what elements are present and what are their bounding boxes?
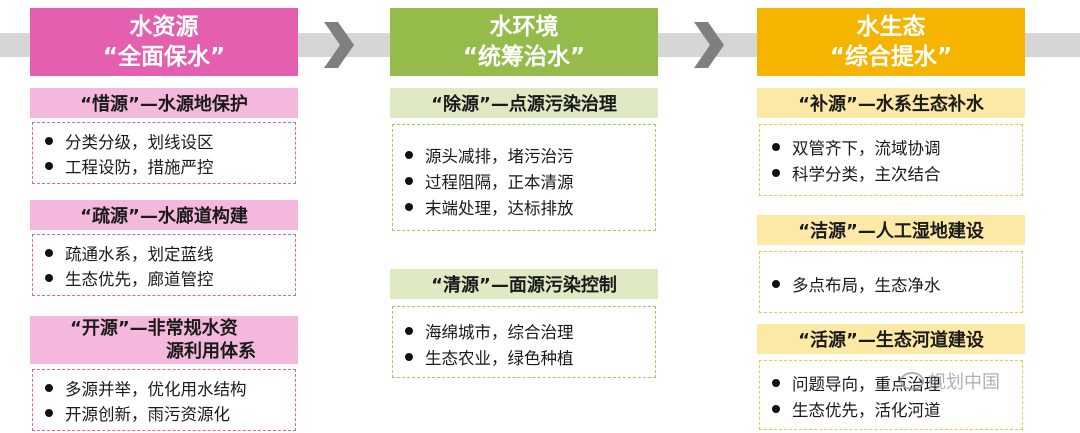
bullet-icon <box>45 162 53 170</box>
section-title: “清源”—面源污染控制 <box>390 269 658 299</box>
column-header: 水环境 “统筹治水” <box>390 8 658 76</box>
section-title-line1: “开源”—非常规水资 <box>70 318 238 339</box>
bullet-box: 多源并举，优化用水结构 开源创新，雨污资源化 <box>32 369 296 431</box>
bullet-icon <box>45 274 53 282</box>
watermark: 规划中国 <box>900 368 1000 394</box>
header-line2: “全面保水” <box>102 44 226 70</box>
bullet-box: 海绵城市，综合治理 生态农业，绿色种植 <box>392 306 656 378</box>
header-line1: 水环境 <box>489 14 559 40</box>
bullet-icon <box>405 353 413 361</box>
bullet-icon <box>45 409 53 417</box>
list-item: 末端处理，达标排放 <box>405 195 574 219</box>
section-title: “疏源”—水廊道构建 <box>30 200 298 230</box>
bullet-icon <box>772 143 780 151</box>
header-line1: 水生态 <box>856 14 926 40</box>
bullet-box: 双管齐下，流域协调 科学分类，主次结合 <box>759 124 1023 196</box>
chevron-right-icon <box>694 22 724 68</box>
bullet-icon <box>405 327 413 335</box>
header-line2: “综合提水” <box>829 44 953 70</box>
header-line2: “统筹治水” <box>462 44 586 70</box>
list-item: 多点布局，生态净水 <box>772 272 941 296</box>
section-title-line2: 源利用体系 <box>166 341 256 362</box>
list-item: 开源创新，雨污资源化 <box>45 401 230 425</box>
bullet-icon <box>45 384 53 392</box>
column-header: 水资源 “全面保水” <box>30 8 298 76</box>
section-title: “补源”—水系生态补水 <box>757 88 1025 118</box>
bullet-icon <box>405 151 413 159</box>
list-item: 多源并举，优化用水结构 <box>45 376 247 400</box>
header-line1: 水资源 <box>129 14 199 40</box>
list-item: 海绵城市，综合治理 <box>405 319 574 343</box>
list-item: 源头减排，堵污治污 <box>405 143 574 167</box>
list-item: 过程阻隔，正本清源 <box>405 169 574 193</box>
bullet-box: 源头减排，堵污治污 过程阻隔，正本清源 末端处理，达标排放 <box>392 124 656 231</box>
bullet-icon <box>405 177 413 185</box>
column-header: 水生态 “综合提水” <box>757 8 1025 76</box>
bullet-icon <box>405 203 413 211</box>
list-item: 工程设防，措施严控 <box>45 154 214 178</box>
list-item: 生态优先，廊道管控 <box>45 266 214 290</box>
list-item: 疏通水系，划定蓝线 <box>45 241 214 265</box>
list-item: 分类分级，划线设区 <box>45 129 214 153</box>
bullet-box: 疏通水系，划定蓝线 生态优先，廊道管控 <box>32 234 296 296</box>
section-title: “除源”—点源污染治理 <box>390 88 658 118</box>
list-item: 生态农业，绿色种植 <box>405 345 574 369</box>
list-item: 科学分类，主次结合 <box>772 161 941 185</box>
list-item: 双管齐下，流域协调 <box>772 135 941 159</box>
bullet-icon <box>772 280 780 288</box>
bullet-icon <box>772 379 780 387</box>
bullet-icon <box>45 249 53 257</box>
section-title: “洁源”—人工湿地建设 <box>757 215 1025 245</box>
section-title: “活源”—生态河道建设 <box>757 324 1025 354</box>
bullet-icon <box>45 137 53 145</box>
section-title: “惜源”—水源地保护 <box>30 88 298 118</box>
list-item: 生态优先，活化河道 <box>772 397 941 421</box>
section-title: “开源”—非常规水资 源利用体系 <box>30 316 298 364</box>
chevron-right-icon <box>324 22 354 68</box>
bullet-box: 多点布局，生态净水 <box>759 251 1023 313</box>
bullet-icon <box>772 169 780 177</box>
bullet-icon <box>772 405 780 413</box>
bullet-box: 分类分级，划线设区 工程设防，措施严控 <box>32 122 296 184</box>
wechat-icon <box>900 372 924 390</box>
